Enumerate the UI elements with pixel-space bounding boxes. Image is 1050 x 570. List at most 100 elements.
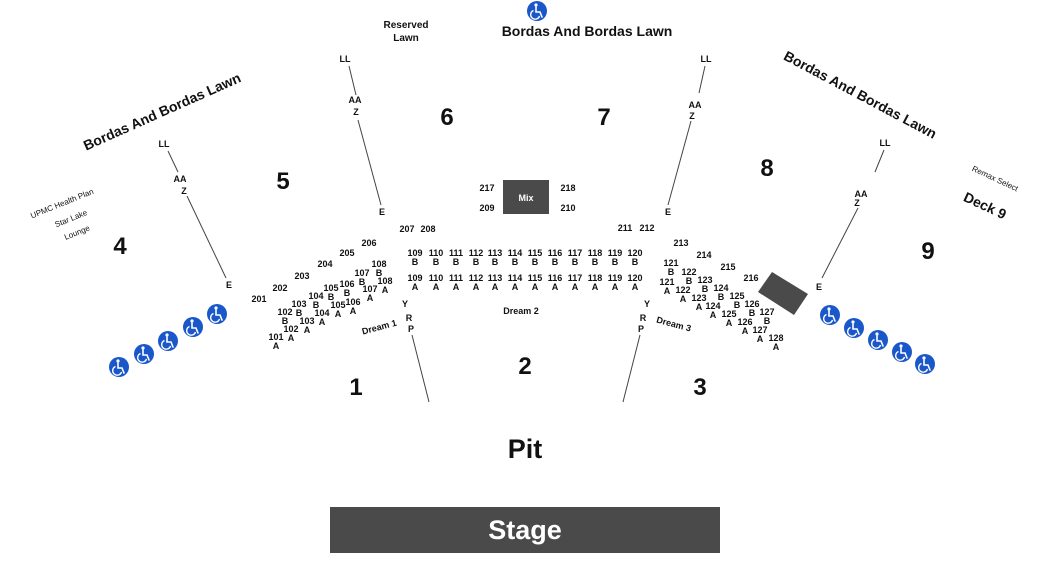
upmc-label-3[interactable]: Lounge [63, 223, 92, 242]
section-106[interactable]: 106 [339, 279, 354, 289]
section-128[interactable]: 128 [768, 333, 783, 343]
section-211[interactable]: 211 [618, 223, 633, 233]
section-206[interactable]: 206 [361, 238, 376, 248]
section-203[interactable]: 203 [294, 271, 309, 281]
section-108[interactable]: 108 [377, 276, 392, 286]
deck-9-label[interactable]: Deck 9 [961, 189, 1009, 223]
section-107[interactable]: 107 [362, 284, 377, 294]
section-116-b[interactable]: 116 [548, 248, 563, 258]
section-109-a[interactable]: 109 [407, 273, 422, 283]
lawn-top-label[interactable]: Bordas And Bordas Lawn [502, 23, 673, 39]
section-116-a[interactable]: 116 [548, 273, 563, 283]
section-101[interactable]: 101 [268, 332, 283, 342]
section-112-b[interactable]: 112 [469, 248, 484, 258]
section-109-b[interactable]: 109 [407, 248, 422, 258]
section-212[interactable]: 212 [639, 223, 654, 233]
section-210[interactable]: 210 [560, 203, 575, 213]
section-209[interactable]: 209 [479, 203, 494, 213]
section-106[interactable]: 106 [345, 297, 360, 307]
section-112-a[interactable]: 112 [469, 273, 484, 283]
section-117-a[interactable]: 117 [568, 273, 583, 283]
section-2[interactable]: 2 [518, 353, 531, 380]
remax-label[interactable]: Remax Select [971, 164, 1021, 194]
section-108[interactable]: 108 [371, 259, 386, 269]
section-125[interactable]: 125 [729, 291, 744, 301]
row-marker: E [816, 282, 822, 292]
reserved-lawn-label-2[interactable]: Lawn [393, 33, 419, 44]
section-127[interactable]: 127 [759, 307, 774, 317]
section-104[interactable]: 104 [314, 308, 329, 318]
section-205[interactable]: 205 [339, 248, 354, 258]
section-120-b[interactable]: 120 [627, 248, 642, 258]
reserved-lawn-label[interactable]: Reserved [383, 20, 428, 31]
section-8[interactable]: 8 [760, 155, 773, 182]
section-114-a[interactable]: 114 [508, 273, 523, 283]
section-111-a[interactable]: 111 [449, 273, 463, 283]
section-122[interactable]: 122 [675, 285, 690, 295]
dream-1-label[interactable]: Dream 1 [361, 318, 398, 337]
section-214[interactable]: 214 [696, 250, 711, 260]
row-label: A [664, 286, 671, 296]
section-123[interactable]: 123 [691, 293, 706, 303]
section-213[interactable]: 213 [673, 238, 688, 248]
row-label-b: B [473, 257, 480, 267]
section-119-b[interactable]: 119 [608, 248, 623, 258]
section-126[interactable]: 126 [737, 317, 752, 327]
section-103[interactable]: 103 [291, 299, 306, 309]
section-216[interactable]: 216 [743, 273, 758, 283]
section-4[interactable]: 4 [113, 233, 127, 260]
left-sections: 101A102B102A103B103A104B104A105B105A106B… [268, 259, 392, 351]
section-5[interactable]: 5 [276, 168, 289, 195]
section-207[interactable]: 207 [399, 224, 414, 234]
section-107[interactable]: 107 [354, 268, 369, 278]
section-124[interactable]: 124 [713, 283, 728, 293]
section-123[interactable]: 123 [697, 275, 712, 285]
section-9[interactable]: 9 [921, 238, 934, 265]
section-124[interactable]: 124 [705, 301, 720, 311]
section-105[interactable]: 105 [323, 283, 338, 293]
section-102[interactable]: 102 [277, 307, 292, 317]
section-215[interactable]: 215 [720, 262, 735, 272]
row-label-a: A [412, 282, 419, 292]
section-208[interactable]: 208 [420, 224, 435, 234]
section-202[interactable]: 202 [272, 283, 287, 293]
section-119-a[interactable]: 119 [608, 273, 623, 283]
stage[interactable]: Stage [330, 507, 720, 553]
section-217[interactable]: 217 [479, 183, 494, 193]
section-111-b[interactable]: 111 [449, 248, 463, 258]
section-1[interactable]: 1 [349, 374, 362, 401]
dream-2-label[interactable]: Dream 2 [503, 306, 539, 316]
section-113-a[interactable]: 113 [488, 273, 503, 283]
section-120-a[interactable]: 120 [627, 273, 642, 283]
section-118-b[interactable]: 118 [588, 248, 603, 258]
section-110-a[interactable]: 110 [429, 273, 444, 283]
section-118-a[interactable]: 118 [588, 273, 603, 283]
pit-label[interactable]: Pit [508, 434, 543, 464]
section-122[interactable]: 122 [681, 267, 696, 277]
section-121[interactable]: 121 [659, 277, 674, 287]
mix-booth[interactable] [503, 180, 549, 214]
section-126[interactable]: 126 [744, 299, 759, 309]
section-104[interactable]: 104 [308, 291, 323, 301]
section-7[interactable]: 7 [597, 104, 610, 131]
section-201[interactable]: 201 [251, 294, 266, 304]
section-105[interactable]: 105 [330, 300, 345, 310]
section-110-b[interactable]: 110 [429, 248, 444, 258]
section-121[interactable]: 121 [663, 258, 678, 268]
section-114-b[interactable]: 114 [508, 248, 523, 258]
section-3[interactable]: 3 [693, 374, 706, 401]
section-218[interactable]: 218 [560, 183, 575, 193]
section-6[interactable]: 6 [440, 104, 453, 131]
dream-3-label[interactable]: Dream 3 [655, 315, 692, 334]
section-125[interactable]: 125 [721, 309, 736, 319]
section-102[interactable]: 102 [283, 324, 298, 334]
section-115-b[interactable]: 115 [528, 248, 543, 258]
section-117-b[interactable]: 117 [568, 248, 583, 258]
section-115-a[interactable]: 115 [528, 273, 543, 283]
section-127[interactable]: 127 [752, 325, 767, 335]
section-204[interactable]: 204 [317, 259, 332, 269]
lawn-right-label[interactable]: Bordas And Bordas Lawn [781, 47, 939, 141]
section-113-b[interactable]: 113 [488, 248, 503, 258]
section-103[interactable]: 103 [299, 316, 314, 326]
